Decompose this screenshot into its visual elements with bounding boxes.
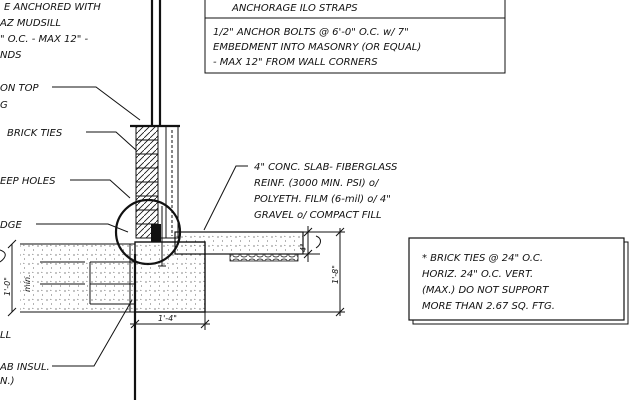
left-callouts: E ANCHORED WITH AZ MUDSILL " O.C. - MAX … bbox=[0, 2, 141, 387]
dim-footing-depth-ticks bbox=[7, 239, 17, 317]
slab-note-line-3: POLYETH. FILM (6-mil) o/ 4" bbox=[254, 194, 391, 205]
mudsill-note-line-1: E ANCHORED WITH bbox=[4, 2, 101, 13]
dim-total-depth: 1'-8" bbox=[331, 265, 340, 284]
dim-width-ticks bbox=[130, 319, 210, 329]
dim-width-extension-lines bbox=[134, 312, 206, 330]
brick-tie-note-line-2: HORIZ. 24" O.C. VERT. bbox=[422, 269, 533, 280]
weep-holes-leader bbox=[70, 179, 131, 199]
flashing-leader bbox=[52, 86, 141, 121]
slab-note-line-4: GRAVEL o/ COMPACT FILL bbox=[254, 210, 382, 221]
dim-slab-thickness: 4" bbox=[299, 243, 308, 252]
notes-box-header: ANCHORAGE ILO STRAPS bbox=[231, 3, 358, 14]
rigid-insulation-lines bbox=[90, 261, 135, 305]
mudsill-note-line-3: " O.C. - MAX 12" - bbox=[0, 34, 89, 45]
dimensions: 1'-0" min. 4" 1'-8" 1'-4" bbox=[3, 226, 345, 330]
gravel-layer bbox=[229, 253, 299, 262]
slab-callout: 4" CONC. SLAB- FIBERGLASS REINF. (3000 M… bbox=[203, 162, 398, 231]
brick-tie-note-line-3: (MAX.) DO NOT SUPPORT bbox=[422, 285, 549, 296]
dim-total-extension-lines bbox=[205, 231, 345, 313]
dim-footing-depth: 1'-0" bbox=[3, 277, 12, 296]
anchor-notes-box: ANCHORAGE ILO STRAPS 1/2" ANCHOR BOLTS @… bbox=[204, 0, 506, 74]
brick-tie-note-frame bbox=[408, 237, 625, 321]
sill-label: LL bbox=[0, 330, 11, 341]
notes-line-3: - MAX 12" FROM WALL CORNERS bbox=[213, 57, 378, 68]
brick-tie-note-box: * BRICK TIES @ 24" O.C. HORIZ. 24" O.C. … bbox=[408, 237, 629, 325]
weep-holes-label: EEP HOLES bbox=[0, 176, 56, 187]
slab-insul-label-2: N.) bbox=[0, 376, 15, 387]
brick-ties-leader bbox=[86, 131, 137, 151]
brick-courses bbox=[136, 139, 158, 225]
mudsill-block bbox=[151, 224, 161, 242]
dim-footing-width: 1'-4" bbox=[158, 314, 177, 323]
dim-min-label: min. bbox=[23, 274, 32, 292]
left-soil-area bbox=[20, 244, 135, 312]
brick-ties-label: BRICK TIES bbox=[7, 128, 63, 139]
slab-insul-label-1: AB INSUL. bbox=[0, 362, 50, 373]
flashing-note-line-1: ON TOP bbox=[0, 83, 40, 94]
brick-wall bbox=[130, 0, 180, 242]
slab-insul-leader bbox=[52, 299, 133, 367]
left-curve-mark bbox=[0, 249, 6, 263]
dim-total-ticks bbox=[335, 227, 345, 317]
slab-leader bbox=[203, 165, 248, 231]
flashing-note-line-2: G bbox=[0, 100, 8, 111]
mudsill-note-line-4: NDS bbox=[0, 50, 22, 61]
insulation-lines-left bbox=[40, 261, 85, 285]
mudsill-note-line-2: AZ MUDSILL bbox=[0, 18, 61, 29]
notes-line-2: EMBEDMENT INTO MASONRY (OR EQUAL) bbox=[213, 42, 421, 53]
ledge-leader bbox=[36, 223, 129, 233]
slab-note-line-2: REINF. (3000 MIN. PSI) o/ bbox=[254, 178, 380, 189]
notes-line-1: 1/2" ANCHOR BOLTS @ 6'-0" O.C. w/ 7" bbox=[213, 27, 409, 38]
ledge-label: DGE bbox=[0, 220, 22, 231]
brick-tie-note-line-4: MORE THAN 2.67 SQ. FTG. bbox=[422, 301, 555, 312]
concrete-slab bbox=[174, 231, 304, 255]
dim-slab-curve bbox=[315, 235, 321, 249]
slab-note-line-1: 4" CONC. SLAB- FIBERGLASS bbox=[254, 162, 398, 173]
brick-tie-note-line-1: * BRICK TIES @ 24" O.C. bbox=[422, 253, 543, 264]
